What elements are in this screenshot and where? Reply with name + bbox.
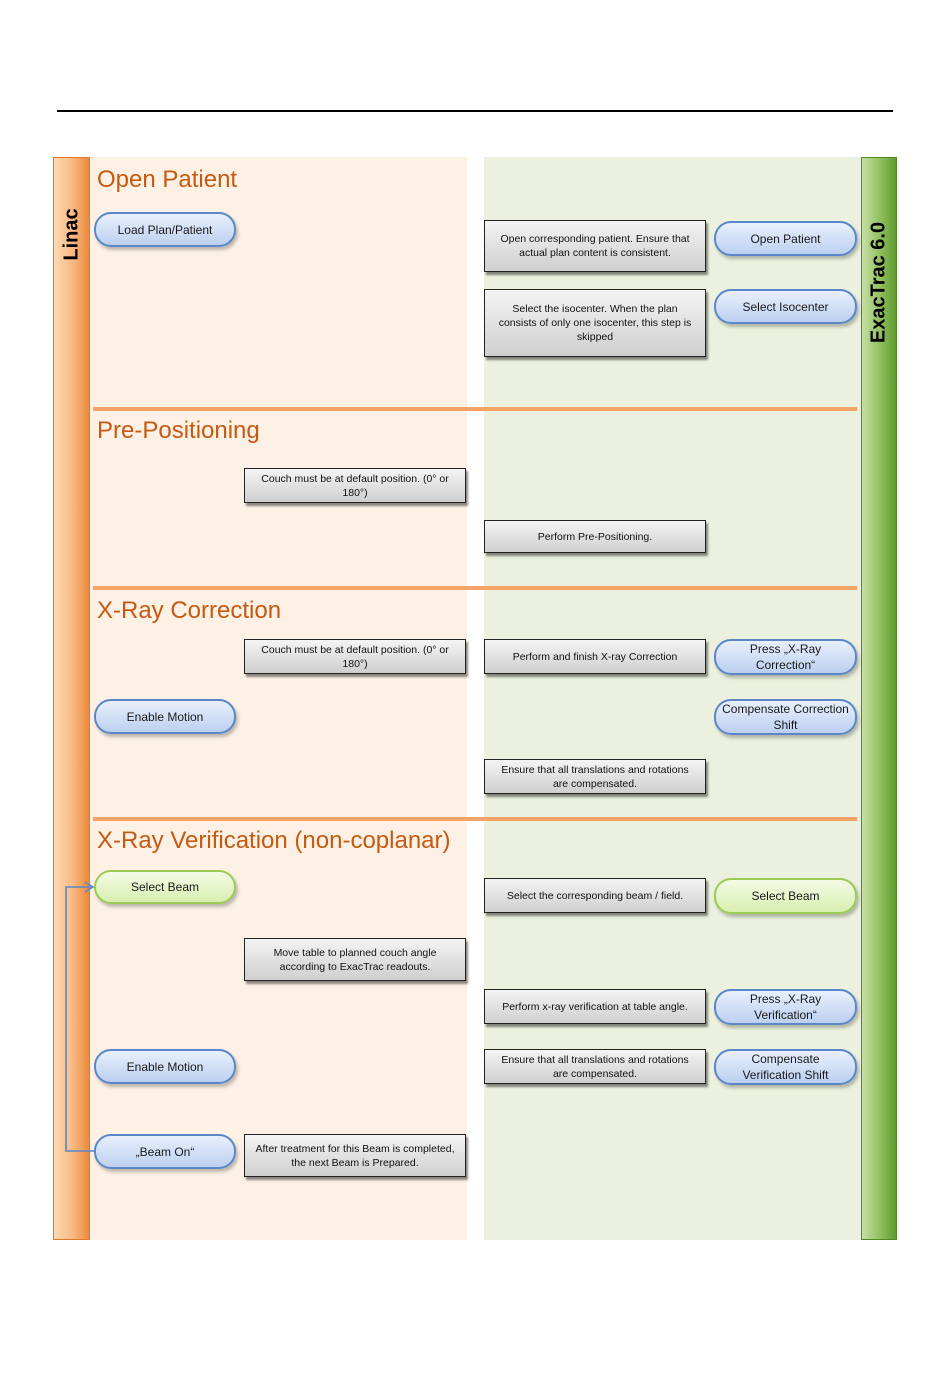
couch-default-note: Couch must be at default position. (0° o… xyxy=(244,639,466,674)
open-patient-note: Open corresponding patient. Ensure that … xyxy=(484,220,706,272)
exactrac-lane: ExacTrac 6.0 xyxy=(861,157,897,1240)
section-title-pre-positioning: Pre-Positioning xyxy=(97,417,260,444)
ensure-compensated-note: Ensure that all translations and rotatio… xyxy=(484,759,706,794)
top-rule xyxy=(57,110,893,112)
section-separator xyxy=(93,817,857,821)
linac-lane-label: Linac xyxy=(60,208,82,261)
press-xray-verification-step: Press „X-Ray Verification“ xyxy=(714,989,857,1025)
section-title-xray-correction: X-Ray Correction xyxy=(97,597,282,624)
section-title-xray-verification: X-Ray Verification (non-coplanar) xyxy=(97,827,451,854)
linac-lane: Linac xyxy=(53,157,90,1240)
ensure-compensated-note: Ensure that all translations and rotatio… xyxy=(484,1049,706,1084)
section-title-open-patient: Open Patient xyxy=(97,166,238,193)
enable-motion-step: Enable Motion xyxy=(94,699,236,734)
load-plan-patient-step: Load Plan/Patient xyxy=(94,212,236,247)
loop-arrow xyxy=(65,881,95,1152)
enable-motion-step: Enable Motion xyxy=(94,1049,236,1084)
select-beam-exactrac-step: Select Beam xyxy=(714,878,857,914)
section-separator xyxy=(93,407,857,411)
select-isocenter-step: Select Isocenter xyxy=(714,289,857,324)
perform-pre-positioning-note: Perform Pre-Positioning. xyxy=(484,520,706,553)
move-table-note: Move table to planned couch angle accord… xyxy=(244,938,466,981)
press-xray-correction-step: Press „X-Ray Correction“ xyxy=(714,639,857,675)
finish-xray-correction-note: Perform and finish X-ray Correction xyxy=(484,639,706,674)
section-separator xyxy=(93,586,857,590)
select-beam-linac-step: Select Beam xyxy=(94,870,236,904)
exactrac-lane-label: ExacTrac 6.0 xyxy=(867,221,890,344)
compensate-correction-shift-step: Compensate Correction Shift xyxy=(714,699,857,735)
select-isocenter-note: Select the isocenter. When the plan cons… xyxy=(484,289,706,357)
next-beam-note: After treatment for this Beam is complet… xyxy=(244,1134,466,1177)
compensate-verification-shift-step: Compensate Verification Shift xyxy=(714,1049,857,1085)
beam-on-step: „Beam On“ xyxy=(94,1134,236,1169)
perform-xray-verification-note: Perform x-ray verification at table angl… xyxy=(484,989,706,1024)
select-corresponding-beam-note: Select the corresponding beam / field. xyxy=(484,878,706,913)
couch-default-note: Couch must be at default position. (0° o… xyxy=(244,468,466,503)
open-patient-step: Open Patient xyxy=(714,221,857,256)
